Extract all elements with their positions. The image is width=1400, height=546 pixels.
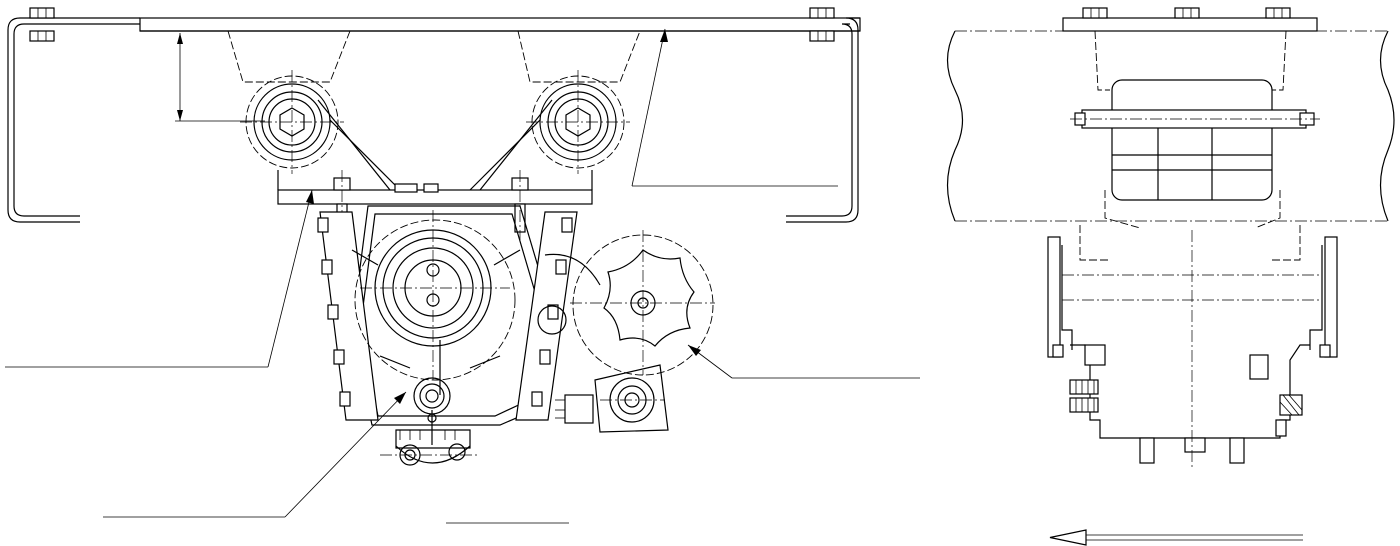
corner-bolt-right [809, 7, 835, 42]
guide-roller-right [526, 70, 630, 174]
main-gear [360, 210, 510, 380]
side-threaded-fittings [1069, 344, 1303, 437]
front-elevation-view [5, 7, 920, 524]
lower-drive-hub [395, 377, 471, 449]
side-elevation-view [946, 7, 1395, 546]
side-roller-block [1070, 79, 1320, 201]
leader-lines [5, 28, 920, 524]
bottom-link [380, 410, 480, 466]
top-beam-plate [139, 17, 861, 32]
side-hidden-supports [1094, 30, 1287, 229]
gearbox-housing [317, 205, 578, 426]
sensor-unit [555, 364, 669, 433]
left-c-channel [7, 17, 140, 223]
side-bottom-feet [1139, 230, 1245, 470]
hidden-hanger-right [517, 30, 641, 83]
broken-beam [946, 30, 1395, 222]
side-lower-housing [1047, 225, 1338, 439]
hidden-hanger-left [227, 30, 351, 83]
direction-arrow [1049, 529, 1303, 546]
roller-braces [317, 99, 553, 191]
side-top-plate [1062, 7, 1318, 32]
guide-roller-left [240, 70, 344, 174]
right-c-channel [786, 17, 860, 223]
height-dimension [175, 33, 265, 122]
handwheel [537, 230, 715, 376]
corner-bolt-left [29, 7, 55, 42]
